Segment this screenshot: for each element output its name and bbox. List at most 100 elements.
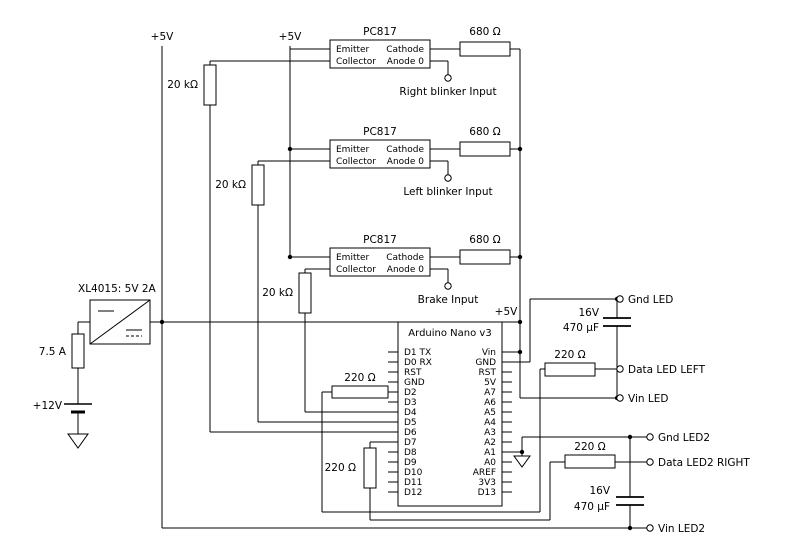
- arduino-pin-label: A7: [484, 388, 496, 398]
- arduino-pin-label: A1: [484, 448, 496, 458]
- arduino-pin-label: D13: [478, 488, 496, 498]
- output-label-gnd-led: Gnd LED: [628, 294, 673, 306]
- resistor-body-680: [459, 141, 511, 157]
- arduino-pin-label: D12: [404, 488, 422, 498]
- opto-part-label: PC817: [363, 126, 397, 138]
- opto-part-label: PC817: [363, 234, 397, 246]
- arduino-pin-label: A2: [484, 438, 496, 448]
- output-terminal: [646, 433, 654, 441]
- output-terminal: [616, 295, 624, 303]
- rail-5v-label: +5V: [279, 31, 302, 43]
- junction-dot: [159, 319, 165, 325]
- resistor-label-220: 220 Ω: [574, 441, 605, 453]
- resistor-body-20k: [203, 64, 217, 106]
- wires: [77, 46, 650, 529]
- resistor-label-220: 220 Ω: [344, 372, 375, 384]
- junction-dot: [517, 349, 523, 355]
- resistor-label-680: 680 Ω: [469, 26, 500, 38]
- arduino-pin-label: A5: [484, 408, 496, 418]
- arduino-pin-label: 3V3: [478, 478, 496, 488]
- capacitor-top: [603, 317, 631, 327]
- arduino-pin-label: D1 TX: [404, 348, 431, 358]
- resistor-body-220: [564, 454, 616, 469]
- output-label-vin-led: Vin LED: [628, 393, 668, 405]
- optocoupler-body: [329, 139, 431, 169]
- capacitor-voltage-label: 16V: [589, 485, 610, 497]
- opto-pin-emitter: Emitter: [336, 145, 370, 155]
- arduino-pin-label: D11: [404, 478, 422, 488]
- junction-dot: [287, 254, 293, 260]
- arduino-title: Arduino Nano v3: [408, 328, 491, 339]
- opto-pin-cathode: Cathode: [386, 253, 424, 263]
- junction-dot: [517, 254, 523, 260]
- battery-label: +12V: [33, 400, 63, 412]
- capacitor-value-label: 470 µF: [563, 322, 599, 334]
- arduino-pin-label: AREF: [473, 468, 496, 478]
- opto-pin-collector: Collector: [336, 265, 376, 275]
- arduino-pin-label: A6: [484, 398, 496, 408]
- resistor-body-680: [459, 41, 511, 57]
- junctions: [159, 146, 633, 531]
- labels: +5V +5V +5V PC817 Emitter Collector Cath…: [33, 26, 751, 535]
- arduino-pin-label: D0 RX: [404, 358, 432, 368]
- opto-part-label: PC817: [363, 26, 397, 38]
- converter-label: XL4015: 5V 2A: [78, 283, 157, 295]
- arduino-pin-label: A3: [484, 428, 496, 438]
- opto-pin-anode: Anode 0: [387, 157, 424, 167]
- resistor-label-680: 680 Ω: [469, 234, 500, 246]
- junction-dot: [287, 146, 293, 152]
- opto-pin-cathode: Cathode: [386, 145, 424, 155]
- optocoupler-body: [329, 39, 431, 69]
- resistor-label-20k: 20 kΩ: [167, 79, 198, 91]
- capacitor-bottom: [616, 496, 644, 506]
- rail-5v-label: +5V: [151, 31, 174, 43]
- ground-symbol: [513, 455, 531, 468]
- input-terminal: [444, 282, 452, 290]
- converter-body: [89, 299, 151, 345]
- fuse-label: 7.5 A: [39, 346, 67, 358]
- resistor-label-20k: 20 kΩ: [215, 179, 246, 191]
- arduino-pin-label: GND: [404, 378, 425, 388]
- opto-pin-collector: Collector: [336, 157, 376, 167]
- junction-dot: [517, 146, 523, 152]
- output-terminal: [616, 394, 624, 402]
- arduino-pin-label: D10: [404, 468, 423, 478]
- resistor-body-220: [331, 385, 389, 399]
- converter-diagonal: [89, 299, 151, 345]
- output-label-data-led-left: Data LED LEFT: [628, 364, 706, 376]
- ground-symbol: [67, 433, 89, 449]
- input-terminal-label: Left blinker Input: [403, 186, 492, 198]
- capacitor-voltage-label: 16V: [578, 307, 599, 319]
- resistor-label-20k: 20 kΩ: [262, 287, 293, 299]
- arduino-pin-label: D9: [404, 458, 417, 468]
- junction-dot: [627, 525, 633, 531]
- arduino-pin-label: 5V: [484, 378, 497, 388]
- arduino-pin-label: RST: [479, 368, 497, 378]
- opto-pin-emitter: Emitter: [336, 45, 370, 55]
- resistor-label-680: 680 Ω: [469, 126, 500, 138]
- arduino-pin-label: D7: [404, 438, 417, 448]
- arduino-pin-label: A0: [484, 458, 496, 468]
- junction-dot: [517, 319, 523, 325]
- output-terminal: [616, 365, 624, 373]
- input-terminal: [444, 174, 452, 182]
- arduino-pin-label: D2: [404, 388, 417, 398]
- resistor-body-680: [459, 249, 511, 265]
- output-terminal: [646, 524, 654, 532]
- junction-dot: [627, 434, 633, 440]
- components: [64, 39, 644, 507]
- arduino-body: [397, 321, 503, 507]
- output-terminal: [646, 458, 654, 466]
- resistor-body-220: [544, 362, 596, 377]
- output-label-data-led2-right: Data LED2 RIGHT: [658, 457, 750, 469]
- input-terminal-label: Right blinker Input: [399, 86, 496, 98]
- capacitor-value-label: 470 µF: [574, 501, 610, 513]
- input-terminal: [444, 74, 452, 82]
- arduino-pin-label: D6: [404, 428, 417, 438]
- arduino-pin-label: Vin: [482, 348, 496, 358]
- arduino-pin-label: D4: [404, 408, 417, 418]
- arduino-pin-label: GND: [475, 358, 496, 368]
- arduino-pin-label: A4: [484, 418, 496, 428]
- battery-symbol: [64, 403, 92, 414]
